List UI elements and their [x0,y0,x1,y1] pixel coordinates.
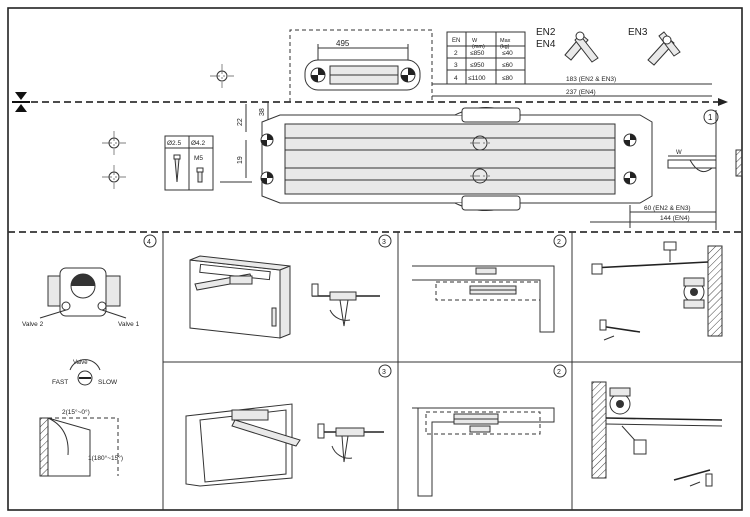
spec-cell: 2 [454,50,458,57]
crosshair-icon [102,165,126,189]
model-label-en2: EN2 [536,27,556,38]
model-label-en3: EN3 [628,27,648,38]
panel-number-badge: 2 [553,234,567,248]
spec-cell: ≤80 [502,75,513,82]
valve-1-label: Valve 1 [118,321,140,328]
svg-text:3: 3 [382,369,386,376]
install-step-3b [185,403,384,487]
mount-hole-icon [260,133,274,147]
panel-number-badge: 3 [378,234,392,248]
fast-label: FAST [52,379,68,386]
svg-text:4: 4 [147,239,151,246]
dim-495: 495 [336,39,350,48]
datum-arrow-icon [12,92,30,112]
valve-knob-icon [69,359,101,386]
panel-number-badge: 1 [703,109,719,125]
spec-cell: 4 [454,75,458,82]
dim-22: 22 [237,118,244,126]
spec-cell: 3 [454,62,458,69]
side-profile-detail: W [667,149,743,177]
svg-text:3: 3 [382,239,386,246]
spec-header-max: Max(kg) [500,38,511,50]
spec-header-width: W(mm) [472,38,485,50]
spec-cell: ≤950 [470,62,485,69]
install-step-3a [189,255,380,339]
dim-237: 237 (EN4) [566,89,596,96]
arm-en3-icon [647,31,681,66]
spec-cell: ≤850 [470,50,485,57]
spec-table: EN W(mm) Max(kg) 2 ≤850 ≤40 3 ≤950 ≤60 4… [446,31,526,85]
dim-60: 60 (EN2 & EN3) [644,205,691,212]
model-label-en4: EN4 [536,39,556,50]
screw-dia-right: Ø4.2 [191,140,205,147]
bolt-icon [196,167,204,183]
mount-hole-icon [623,133,637,147]
panel-number-badge: 4 [143,234,157,248]
screw-dia-left: Ø2.5 [167,140,181,147]
svg-text:1: 1 [708,113,713,122]
spec-cell: ≤1100 [468,75,486,82]
dim-183: 183 (EN2 & EN3) [566,76,616,83]
pivot-icon [609,387,631,415]
screw-thread: M5 [194,155,203,162]
screw-icon [173,154,181,183]
spec-cell: ≤60 [502,62,513,69]
install-detail-right-top [591,241,723,341]
install-step-2a [412,265,555,333]
svg-text:W: W [676,150,682,156]
dim-38: 38 [259,108,266,116]
angle-top-label: 2(15°~0°) [62,408,90,416]
sheet-border [7,7,743,511]
spec-header-en: EN [452,38,460,44]
dim-19: 19 [237,156,244,164]
pivot-icon [683,277,705,309]
panel-number-badge: 2 [553,364,567,378]
install-detail-right-bottom [591,381,723,487]
mount-hole-icon [260,171,274,185]
dim-144: 144 (EN4) [660,215,690,222]
top-view-drawing: 495 183 (EN2 & EN3) 237 (EN4) 22 38 19 [12,29,743,230]
crosshair-icon [102,131,126,155]
panel-number-badge: 3 [378,364,392,378]
mount-hole-icon [400,67,416,83]
spec-cell: ≤40 [502,50,513,57]
valve-label: Valve [73,360,88,366]
screw-spec-box: Ø2.5 Ø4.2 M5 [164,135,214,191]
angle-right-label: 1(180°~15°) [88,454,123,462]
crosshair-icon [210,64,234,88]
valve-2-label: Valve 2 [22,321,44,328]
arm-en2-icon [564,31,599,63]
valve-panel: Valve 2 Valve 1 Valve FAST SLOW 2(15°~0°… [22,267,140,477]
svg-text:2: 2 [557,239,561,246]
mount-hole-icon [623,171,637,185]
install-step-2b [412,407,555,497]
svg-text:2: 2 [557,369,561,376]
mount-hole-icon [310,67,326,83]
slow-label: SLOW [98,379,118,386]
